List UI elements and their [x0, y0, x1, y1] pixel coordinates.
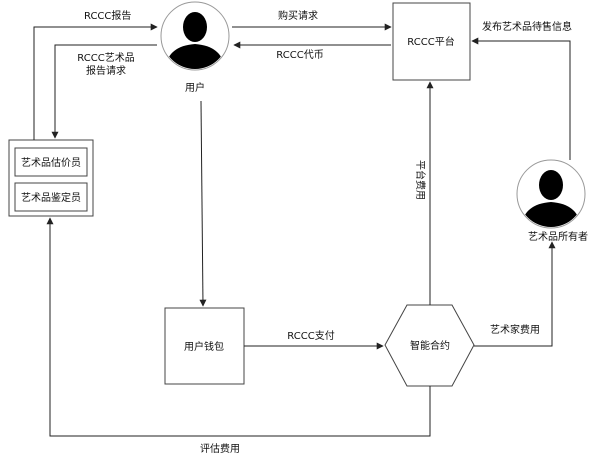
person-silhouette-icon [516, 159, 586, 229]
wallet-node: 用户钱包 [164, 307, 245, 385]
appraiser-group: 艺术品估价员 艺术品鉴定员 [8, 139, 94, 217]
edge-artist-fee-label: 艺术家费用 [490, 323, 540, 336]
edge-appraisal-fee-label: 评估费用 [200, 442, 240, 455]
user-node: 用户 [160, 1, 230, 94]
edge-rccc-payment-label: RCCC支付 [287, 329, 334, 342]
appraiser-authenticator-label: 艺术品鉴定员 [21, 191, 81, 204]
edge-user-to-wallet [199, 100, 207, 307]
edge-appraisal-fee [46, 217, 431, 437]
edge-rccc-report [33, 23, 158, 140]
edge-rccc-token-label: RCCC代币 [276, 49, 323, 61]
contract-node: 智能合约 [384, 304, 475, 387]
edge-publish-info [471, 37, 571, 160]
platform-node: RCCC平台 [392, 2, 471, 81]
edge-publish-info-label: 发布艺术品待售信息 [482, 20, 572, 33]
appraiser-valuer-label: 艺术品估价员 [21, 156, 81, 169]
platform-label: RCCC平台 [407, 35, 454, 48]
owner-node: 艺术品所有者 [516, 159, 588, 243]
wallet-label: 用户钱包 [184, 340, 224, 353]
edge-artist-fee [474, 241, 556, 347]
contract-label: 智能合约 [410, 339, 450, 352]
owner-label: 艺术品所有者 [528, 230, 588, 243]
edge-report-request-label-1: RCCC艺术品 [77, 52, 134, 64]
edge-rccc-report-label: RCCC报告 [84, 9, 131, 22]
person-silhouette-icon [160, 1, 230, 71]
edge-report-request-label-2: 报告请求 [86, 64, 126, 77]
edge-platform-fee-label: 平台费用 [414, 160, 427, 200]
user-label: 用户 [185, 81, 205, 94]
edge-report-request [51, 44, 157, 139]
edge-purchase-request-label: 购买请求 [278, 9, 318, 22]
